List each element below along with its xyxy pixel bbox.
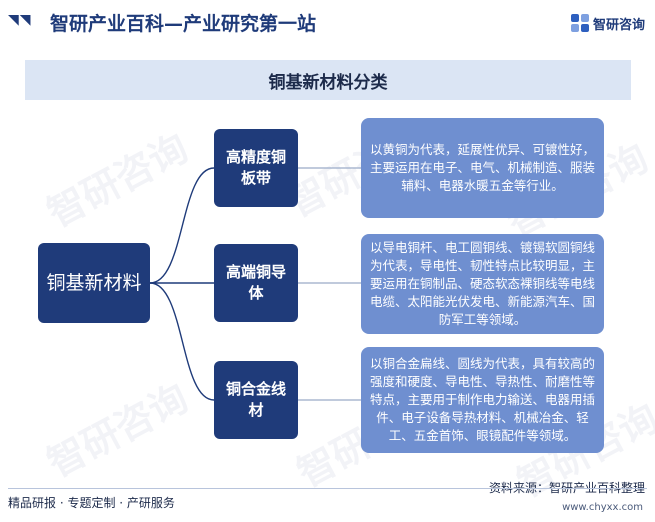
logo-mark-icon xyxy=(570,14,589,32)
description-node: 以铜合金扁线、圆线为代表，具有较高的强度和硬度、导电性、导热性、耐磨性等特点，主… xyxy=(361,347,604,453)
diagram-title: 铜基新材料分类 xyxy=(268,72,388,93)
logo-text: 智研咨询 xyxy=(592,17,645,33)
description-text: 以黄铜为代表，延展性优异、可镀性好，主要运用在电子、电气、机械制造、服装辅料、电… xyxy=(369,142,595,193)
root-node: 铜基新材料 xyxy=(38,243,150,323)
header-arrows-icon: ◥◥ xyxy=(8,12,32,28)
diagram-title-banner: 铜基新材料分类 xyxy=(25,60,631,100)
footer-url: www.chyxx.com xyxy=(562,502,643,513)
header: ◥◥ 智研产业百科—产业研究第一站 智研咨询 xyxy=(0,0,655,44)
connector-root-cat3 xyxy=(149,282,215,401)
connector-root-cat1 xyxy=(149,167,215,284)
description-text: 以铜合金扁线、圆线为代表，具有较高的强度和硬度、导电性、导热性、耐磨性等特点，主… xyxy=(369,356,595,443)
header-title: 智研产业百科—产业研究第一站 xyxy=(50,13,317,35)
logo: 智研咨询 xyxy=(570,12,645,34)
category-node: 高端铜导体 xyxy=(214,244,298,322)
description-text: 以导电铜杆、电工圆铜线、镀锡软圆铜线为代表，导电性、韧性特点比较明显，主要运用在… xyxy=(369,240,595,327)
description-node: 以导电铜杆、电工圆铜线、镀锡软圆铜线为代表，导电性、韧性特点比较明显，主要运用在… xyxy=(361,234,604,334)
footer-services: 精品研报 · 专题定制 · 产研服务 xyxy=(8,496,175,510)
footer-divider xyxy=(8,488,647,489)
category-node: 高精度铜板带 xyxy=(214,129,298,207)
category-label: 铜合金线材 xyxy=(225,380,286,419)
category-label: 高端铜导体 xyxy=(225,263,286,302)
root-label: 铜基新材料 xyxy=(46,272,142,294)
category-node: 铜合金线材 xyxy=(214,361,298,439)
description-node: 以黄铜为代表，延展性优异、可镀性好，主要运用在电子、电气、机械制造、服装辅料、电… xyxy=(361,118,604,218)
category-label: 高精度铜板带 xyxy=(225,148,286,187)
